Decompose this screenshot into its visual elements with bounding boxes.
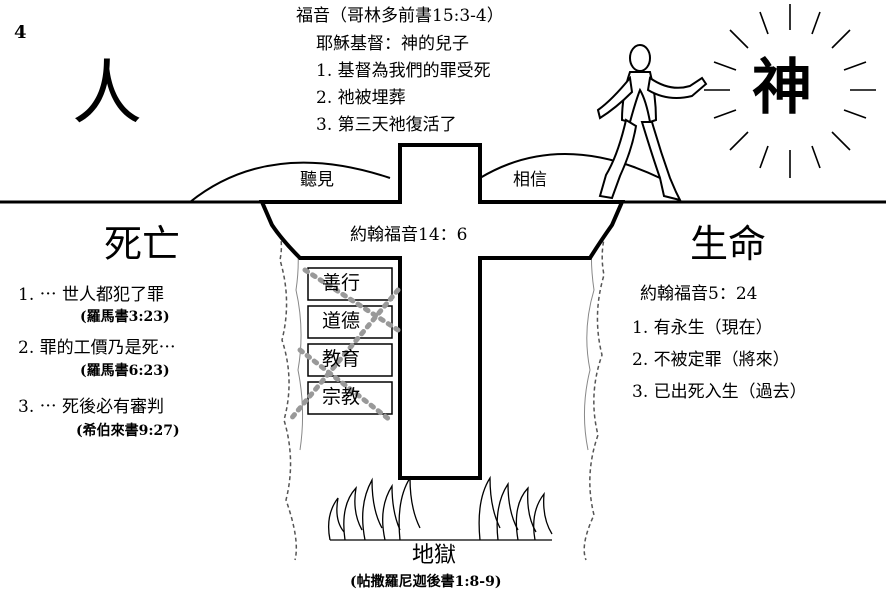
life-point: 3. 已出死入生（過去） <box>632 382 807 402</box>
death-point: 2. 罪的工價乃是死⋯ <box>18 338 176 358</box>
left-hill <box>189 161 391 203</box>
believe-label: 相信 <box>513 170 547 190</box>
cross-joint <box>402 199 478 207</box>
gospel-point: 1. 基督為我們的罪受死 <box>316 61 491 81</box>
death-label: 死亡 <box>104 222 181 266</box>
works-label: 善行 <box>322 272 361 294</box>
works-label: 教育 <box>322 348 361 370</box>
man-label: 人 <box>72 52 142 134</box>
cross-verse: 約翰福音14：6 <box>350 225 468 245</box>
cross-top <box>398 143 482 207</box>
gospel-subtitle: 耶穌基督：神的兒子 <box>316 34 469 54</box>
gospel-point: 3. 第三天祂復活了 <box>316 115 457 135</box>
works-crumbling-dots <box>287 267 401 423</box>
hear-label: 聽見 <box>300 170 334 190</box>
cross-beam <box>258 200 626 480</box>
death-point: 3. ⋯ 死後必有審判 <box>18 397 165 417</box>
death-point-ref: (羅馬書3:23) <box>80 309 170 325</box>
hell-label: 地獄 <box>412 543 457 568</box>
right-hill <box>479 153 661 179</box>
death-point: 1. ⋯ 世人都犯了罪 <box>18 285 165 305</box>
works-label: 道德 <box>322 310 361 332</box>
page-number: 4 <box>14 22 27 43</box>
chasm-left-wall <box>271 214 298 561</box>
hell-flames <box>327 475 553 541</box>
god-label: 神 <box>752 53 812 123</box>
life-label: 生命 <box>690 222 767 266</box>
chasm-right-wall <box>583 214 613 561</box>
life-point: 1. 有永生（現在） <box>632 318 773 338</box>
gospel-point: 2. 祂被埋葬 <box>316 88 406 108</box>
death-point-ref: (希伯來書9:27) <box>76 423 180 439</box>
gospel-title: 福音（哥林多前書15:3-4） <box>296 6 504 26</box>
person-figure <box>596 44 708 202</box>
life-point: 2. 不被定罪（將來） <box>632 350 790 370</box>
god-sunburst <box>704 4 876 178</box>
works-label: 宗教 <box>322 386 361 408</box>
death-point-ref: (羅馬書6:23) <box>80 363 170 379</box>
life-verse: 約翰福音5：24 <box>640 284 758 304</box>
hell-ref: (帖撒羅尼迦後書1:8-9) <box>350 574 502 590</box>
